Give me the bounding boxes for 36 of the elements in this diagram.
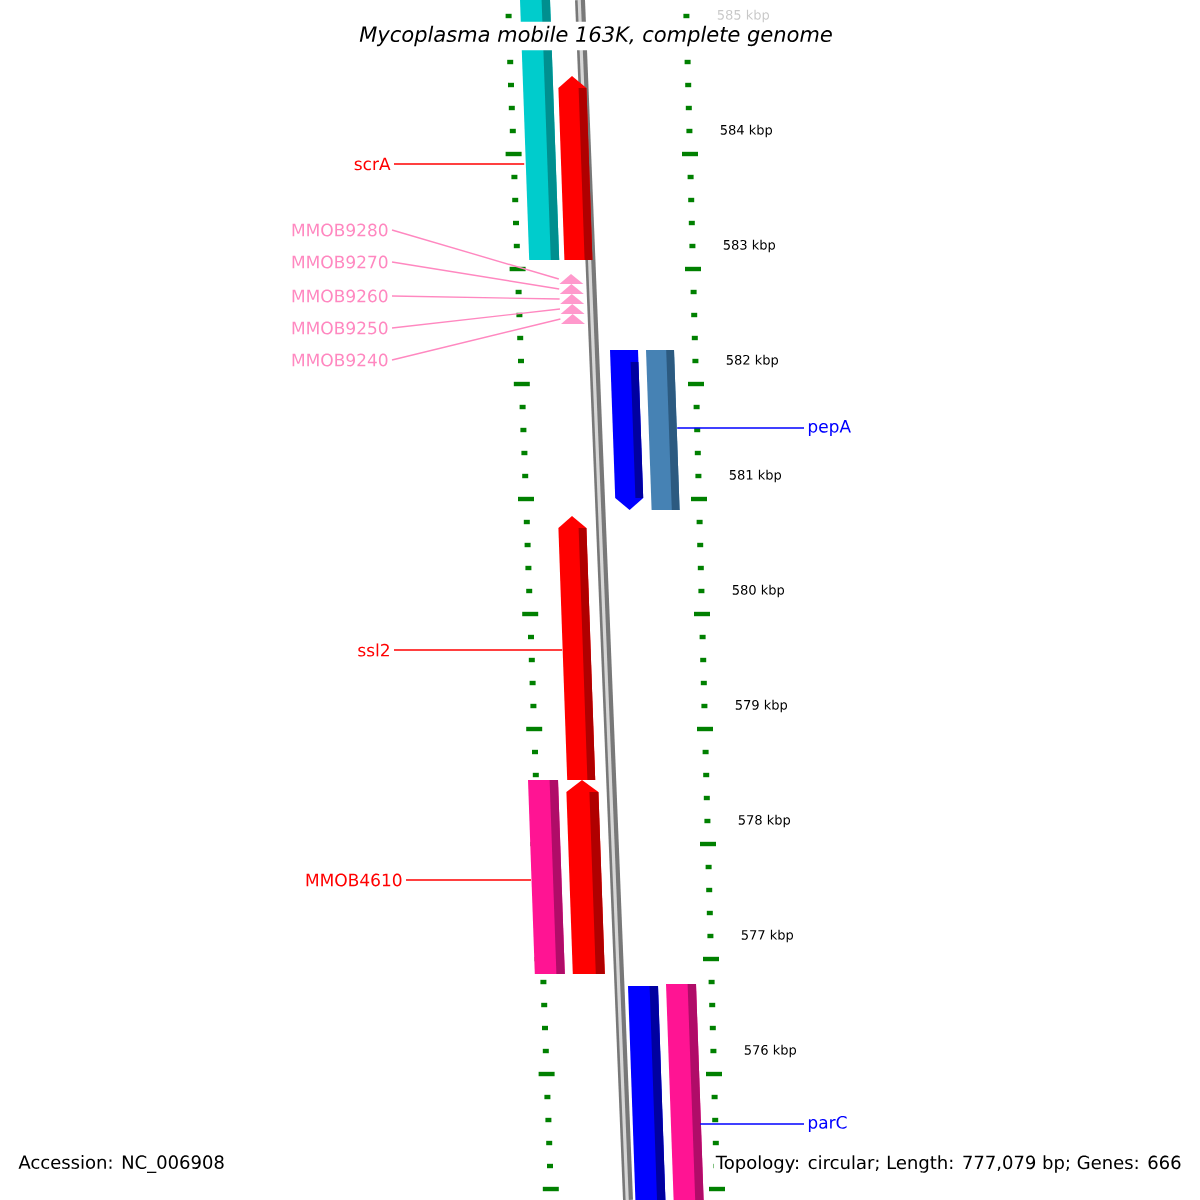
gene-feature [558, 76, 593, 260]
gene-feature [610, 350, 644, 510]
gene-feature [628, 986, 666, 1200]
gene-feature [561, 314, 585, 324]
leader-line [391, 295, 561, 300]
gene-feature [566, 780, 605, 974]
gene-feature [666, 984, 704, 1200]
title: Mycoplasma mobile 163K, complete genome [355, 21, 837, 51]
gene-label: MMOB9260 [292, 289, 388, 303]
gene-feature [559, 284, 584, 294]
gene-feature [560, 294, 585, 304]
genome-info-text: Topology: circular; Length: 777,079 bp; Genes: 666 [713, 1153, 1184, 1175]
gene-label: MMOB9240 [292, 353, 388, 367]
gene-label: scrA [354, 157, 391, 171]
gene-label: pepA [808, 420, 851, 436]
gene-feature [559, 274, 584, 284]
leader-line [676, 427, 805, 429]
accession-text: Accession: NC_006908 [18, 1155, 224, 1173]
leader-line [391, 261, 560, 290]
leader-line [393, 649, 563, 651]
gene-feature [528, 780, 565, 974]
gene-label: MMOB9270 [292, 255, 388, 269]
gene-feature [560, 304, 585, 314]
leader-line [393, 163, 525, 165]
leader-line [699, 1123, 805, 1125]
gene-label: parC [808, 1115, 847, 1133]
gene-feature [558, 516, 596, 780]
leader-line [391, 229, 560, 280]
gene-label: MMOB9280 [292, 223, 388, 237]
leader-line [405, 879, 532, 881]
leader-line [391, 318, 562, 361]
gene-label: MMOB4610 [306, 873, 402, 887]
gene-feature [646, 350, 680, 510]
gene-label: MMOB9250 [292, 321, 388, 335]
gene-label: ssl2 [358, 643, 389, 657]
leader-line [391, 308, 561, 329]
